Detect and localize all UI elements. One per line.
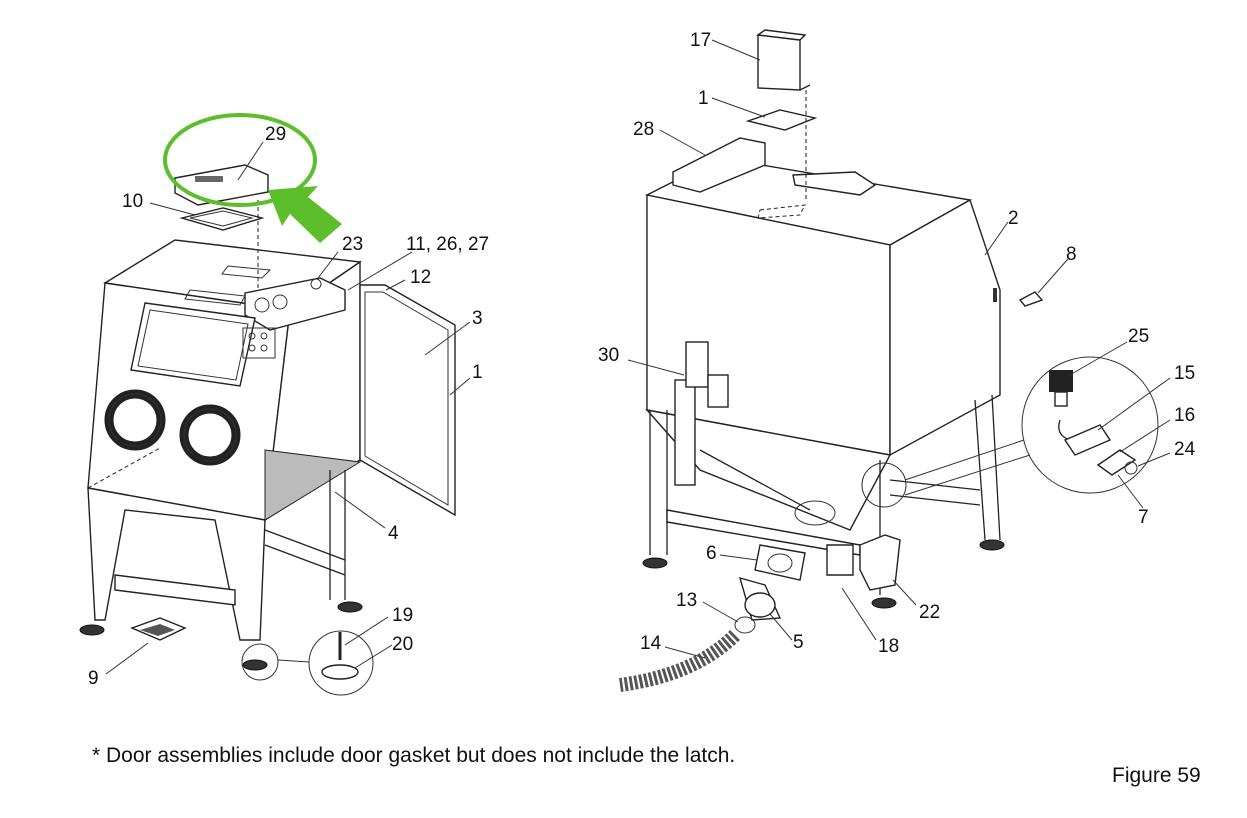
callout-25: 25	[1128, 326, 1149, 347]
callout-1-left: 1	[472, 362, 483, 383]
callout-20: 20	[392, 634, 413, 655]
callout-5: 5	[793, 632, 804, 653]
callout-14: 14	[640, 633, 662, 654]
callout-3: 3	[472, 308, 483, 329]
right-cabinet-drawing	[619, 29, 1159, 692]
callout-23: 23	[342, 234, 363, 255]
callouts-left: 29 10 23 11, 26, 27 12 3 1 4 19 20 9	[88, 124, 489, 689]
footnote: * Door assemblies include door gasket bu…	[92, 744, 736, 767]
callout-1-right: 1	[698, 88, 709, 109]
callout-28: 28	[633, 119, 654, 140]
callout-11-26-27: 11, 26, 27	[406, 234, 489, 255]
callouts-right: 17 1 28 2 8 25 15 16 24 7 30 6 13 5 14 1…	[598, 30, 1196, 657]
callout-15: 15	[1174, 363, 1195, 384]
callout-9: 9	[88, 668, 99, 689]
callout-19: 19	[392, 605, 413, 626]
callout-18: 18	[878, 636, 899, 657]
callout-22: 22	[919, 602, 940, 623]
callout-16: 16	[1174, 405, 1195, 426]
callout-13: 13	[676, 590, 697, 611]
callout-10: 10	[122, 191, 143, 212]
callout-6: 6	[706, 543, 717, 564]
left-cabinet-drawing	[79, 164, 456, 696]
highlight-ellipse	[163, 113, 317, 207]
callout-12: 12	[410, 267, 431, 288]
callout-24: 24	[1174, 439, 1196, 460]
callout-2: 2	[1008, 208, 1019, 229]
figure-label: Figure 59	[1112, 764, 1201, 787]
leader-lines	[105, 39, 1171, 675]
callout-17: 17	[690, 30, 711, 51]
callout-4: 4	[388, 523, 399, 544]
highlight-arrow	[268, 186, 342, 243]
callout-8: 8	[1066, 244, 1077, 265]
callout-29: 29	[265, 124, 286, 145]
callout-7: 7	[1138, 507, 1149, 528]
callout-30: 30	[598, 345, 619, 366]
